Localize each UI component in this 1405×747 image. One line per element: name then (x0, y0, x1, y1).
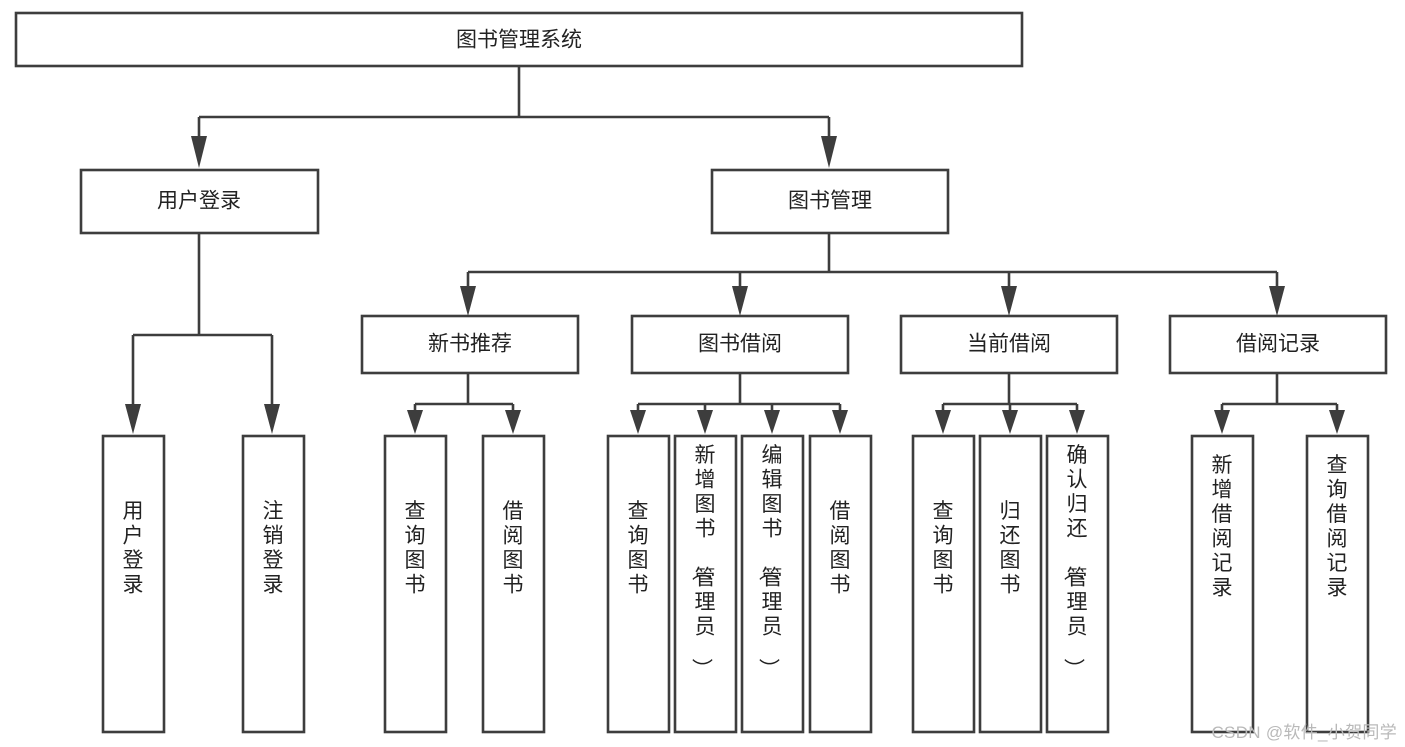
node-leaf-query-borrow-record-label: 查询借阅记录 (1327, 454, 1348, 600)
node-borrow-record[interactable]: 借阅记录 (1168, 314, 1388, 375)
node-leaf-query-borrow-record[interactable]: 查询借阅记录 (1305, 434, 1370, 734)
node-leaf-query-book-1-box[interactable] (383, 434, 448, 734)
node-leaf-query-book-1[interactable]: 查询图书 (383, 434, 448, 734)
node-leaf-borrow-book-2-box[interactable] (808, 434, 873, 734)
connector-root-to-level2 (191, 66, 837, 168)
node-book-management-box[interactable] (710, 168, 950, 235)
node-new-book-recommend-box[interactable] (360, 314, 580, 375)
connector-book-borrow-to-leaves (630, 373, 848, 434)
arrow-head-leaf-query-book-2 (630, 410, 646, 434)
arrow-head-leaf-add-book (697, 410, 713, 434)
node-leaf-user-login[interactable]: 用户登录 (101, 434, 166, 734)
node-leaf-logout-login-box[interactable] (241, 434, 306, 734)
arrow-head-leaf-query-book-3 (935, 410, 951, 434)
node-leaf-add-borrow-record[interactable]: 新增借阅记录 (1190, 434, 1255, 734)
connector-borrow-record-to-leaves (1214, 373, 1345, 434)
node-leaf-borrow-book-1-label: 借阅图书 (503, 500, 524, 597)
node-borrow-record-box[interactable] (1168, 314, 1388, 375)
arrow-head-borrow-record (1269, 286, 1285, 316)
node-root-box[interactable] (14, 11, 1024, 68)
node-leaf-add-borrow-record-box[interactable] (1190, 434, 1255, 734)
node-current-borrow-label: 当前借阅 (967, 333, 1051, 356)
node-leaf-borrow-book-1[interactable]: 借阅图书 (481, 434, 546, 734)
arrow-head-leaf-borrow-book-1 (505, 410, 521, 434)
arrow-head-leaf-user-login (125, 404, 141, 434)
node-leaf-borrow-book-1-box[interactable] (481, 434, 546, 734)
arrow-head-leaf-confirm-return (1069, 410, 1085, 434)
node-leaf-edit-book-box[interactable] (740, 434, 805, 734)
node-leaf-edit-book-label: 编辑图书（管理员） (757, 444, 783, 679)
node-leaf-return-book-box[interactable] (978, 434, 1043, 734)
node-leaf-borrow-book-2[interactable]: 借阅图书 (808, 434, 873, 734)
arrow-head-new-book-recommend (460, 286, 476, 316)
node-leaf-query-book-2-box[interactable] (606, 434, 671, 734)
arrow-head-leaf-query-book-1 (407, 410, 423, 434)
arrow-head-leaf-logout-login (264, 404, 280, 434)
connector-new-book-recommend-to-leaves (407, 373, 521, 434)
node-borrow-record-label: 借阅记录 (1236, 333, 1320, 356)
arrow-head-leaf-borrow-book-2 (832, 410, 848, 434)
node-leaf-edit-book[interactable]: 编辑图书（管理员） (740, 434, 805, 734)
csdn-watermark: CSDN @软件_小贺同学 (1211, 723, 1397, 742)
node-leaf-return-book[interactable]: 归还图书 (978, 434, 1043, 734)
node-leaf-add-book-box[interactable] (673, 434, 738, 734)
arrow-head-leaf-return-book (1002, 410, 1018, 434)
node-book-management[interactable]: 图书管理 (710, 168, 950, 235)
arrow-head-leaf-edit-book (764, 410, 780, 434)
node-user-login-label: 用户登录 (157, 190, 241, 213)
node-leaf-add-book-label: 新增图书（管理员） (690, 444, 716, 679)
node-leaf-add-borrow-record-label: 新增借阅记录 (1212, 454, 1233, 600)
node-root-label: 图书管理系统 (456, 29, 582, 52)
node-user-login-box[interactable] (79, 168, 320, 235)
node-leaf-confirm-return[interactable]: 确认归还（管理员） (1045, 434, 1110, 734)
node-leaf-query-book-3-box[interactable] (911, 434, 976, 734)
arrow-head-book-borrow (732, 286, 748, 316)
node-leaf-query-book-1-label: 查询图书 (405, 500, 426, 597)
node-leaf-logout-login[interactable]: 注销登录 (241, 434, 306, 734)
connector-user-login-to-leaves (125, 234, 280, 434)
arrow-head-current-borrow (1001, 286, 1017, 316)
arrow-head-user-login (191, 136, 207, 168)
arrow-head-leaf-add-borrow-record (1214, 410, 1230, 434)
node-leaf-confirm-return-label: 确认归还（管理员） (1062, 444, 1088, 679)
node-leaf-user-login-label: 用户登录 (123, 500, 144, 597)
node-leaf-query-borrow-record-box[interactable] (1305, 434, 1370, 734)
node-leaf-confirm-return-box[interactable] (1045, 434, 1110, 734)
node-book-borrow-label: 图书借阅 (698, 333, 782, 356)
arrow-head-book-management (821, 136, 837, 168)
connector-current-borrow-to-leaves (935, 373, 1085, 434)
node-leaf-user-login-box[interactable] (101, 434, 166, 734)
node-leaf-query-book-2[interactable]: 查询图书 (606, 434, 671, 734)
node-root[interactable]: 图书管理系统 (14, 11, 1024, 68)
node-leaf-borrow-book-2-label: 借阅图书 (830, 500, 851, 597)
node-leaf-query-book-3-label: 查询图书 (933, 500, 954, 597)
node-leaf-return-book-label: 归还图书 (1000, 500, 1021, 597)
node-current-borrow-box[interactable] (899, 314, 1119, 375)
node-leaf-add-book[interactable]: 新增图书（管理员） (673, 434, 738, 734)
node-book-borrow[interactable]: 图书借阅 (630, 314, 850, 375)
arrow-head-leaf-query-borrow-record (1329, 410, 1345, 434)
node-book-borrow-box[interactable] (630, 314, 850, 375)
node-user-login[interactable]: 用户登录 (79, 168, 320, 235)
node-new-book-recommend[interactable]: 新书推荐 (360, 314, 580, 375)
node-current-borrow[interactable]: 当前借阅 (899, 314, 1119, 375)
node-new-book-recommend-label: 新书推荐 (428, 333, 512, 356)
node-leaf-logout-login-label: 注销登录 (263, 500, 284, 597)
node-leaf-query-book-2-label: 查询图书 (628, 500, 649, 597)
node-book-management-label: 图书管理 (788, 190, 872, 213)
connector-book-management-to-level3 (460, 234, 1285, 316)
node-leaf-query-book-3[interactable]: 查询图书 (911, 434, 976, 734)
